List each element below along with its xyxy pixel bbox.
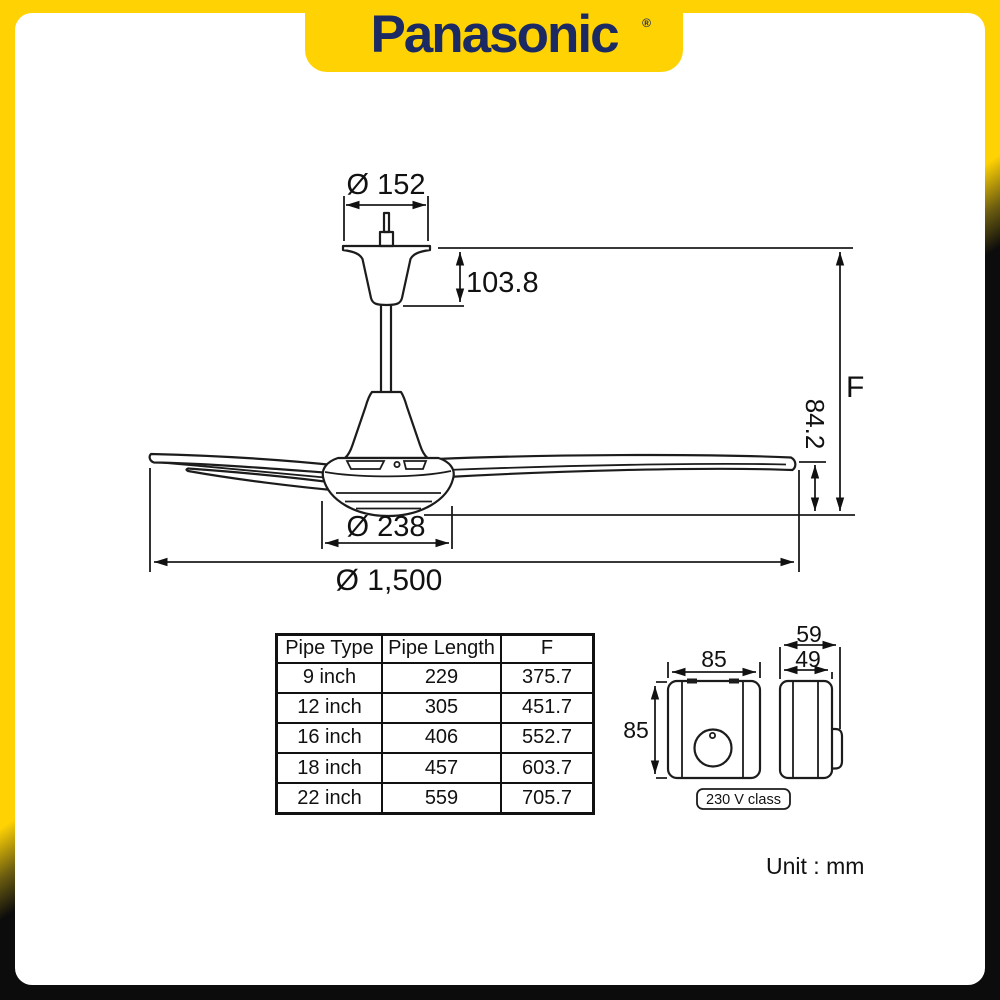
table-cell: 22 inch	[275, 782, 383, 815]
blade-sweep-label: Ø 1,500	[336, 564, 443, 597]
total-height-label: F	[846, 371, 864, 404]
header-f: F	[500, 633, 595, 664]
content-panel	[15, 13, 985, 985]
table-cell: 9 inch	[275, 661, 383, 694]
regulator-height-label: 85	[623, 717, 649, 743]
regulator-side-view: 59 49	[778, 621, 844, 780]
fan-blade-right	[435, 453, 797, 479]
table-row: 12 inch 305 451.7	[275, 691, 595, 724]
dimension-blade-sweep: Ø 1,500	[149, 468, 800, 597]
table-row: 9 inch 229 375.7	[275, 661, 595, 694]
table-cell: 705.7	[500, 782, 595, 815]
table-cell: 16 inch	[275, 721, 383, 755]
table-cell: 375.7	[500, 661, 595, 694]
dimension-motor-bottom-height: 84.2	[799, 399, 830, 511]
table-cell: 603.7	[500, 752, 595, 785]
dimension-total-height-F: F	[424, 252, 864, 516]
registered-trademark-icon: ®	[642, 16, 651, 30]
header-pipe-length: Pipe Length	[381, 633, 502, 664]
fan-downrod	[379, 303, 393, 394]
canopy-height-label: 103.8	[466, 267, 539, 299]
voltage-class-label: 230 V class	[706, 792, 781, 808]
knob-profile	[830, 727, 844, 770]
table-cell: 229	[381, 661, 502, 694]
pipe-table: Pipe Type Pipe Length F 9 inch 229 375.7…	[275, 633, 595, 815]
table-row: 18 inch 457 603.7	[275, 752, 595, 785]
panasonic-logo-tab: Panasonic ®	[305, 0, 683, 72]
dimension-canopy-height: 103.8	[403, 247, 853, 307]
canopy-diameter-label: Ø 152	[347, 169, 426, 201]
dimension-canopy-diameter: Ø 152	[343, 169, 429, 241]
table-cell: 406	[381, 721, 502, 755]
panasonic-logo: Panasonic	[370, 4, 619, 64]
dimension-motor-diameter: Ø 238	[321, 501, 453, 549]
regulator-width-label: 85	[701, 646, 727, 672]
table-row: 22 inch 559 705.7	[275, 782, 595, 815]
fan-hanger-shaft	[378, 211, 395, 248]
table-cell: 457	[381, 752, 502, 785]
fan-motor-housing	[321, 456, 455, 518]
table-cell: 305	[381, 691, 502, 724]
motor-vent-slots	[345, 460, 428, 470]
motor-screw	[393, 460, 401, 468]
table-cell: 12 inch	[275, 691, 383, 724]
regulator-knob	[693, 728, 733, 768]
table-cell: 552.7	[500, 721, 595, 755]
fan-blade-left	[148, 452, 354, 493]
header-pipe-type: Pipe Type	[275, 633, 383, 664]
voltage-class-badge: 230 V class	[696, 788, 791, 810]
motor-diameter-label: Ø 238	[347, 511, 426, 543]
motor-bottom-height-label: 84.2	[800, 399, 830, 450]
fan-canopy	[341, 244, 432, 307]
table-cell: 559	[381, 782, 502, 815]
table-header-row: Pipe Type Pipe Length F	[275, 633, 595, 664]
table-cell: 18 inch	[275, 752, 383, 785]
unit-label: Unit : mm	[766, 853, 864, 879]
table-cell: 451.7	[500, 691, 595, 724]
regulator-depth-body-label: 49	[795, 646, 821, 672]
regulator-front-view: 85 85	[623, 646, 762, 780]
fan-blade-front	[185, 467, 354, 493]
knob-indicator-dot	[709, 732, 717, 740]
regulator-depth-overall-label: 59	[796, 621, 822, 647]
table-row: 16 inch 406 552.7	[275, 721, 595, 755]
fan-motor-mount-cone	[343, 390, 429, 460]
